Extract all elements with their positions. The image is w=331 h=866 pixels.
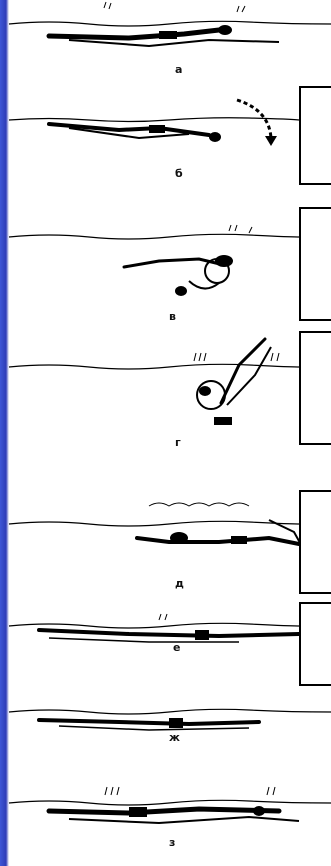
panel-label: в	[169, 311, 176, 322]
swimmer-turn-start-illustration	[9, 80, 331, 185]
panel-label: е	[173, 642, 180, 653]
panel-b: б	[9, 80, 331, 185]
panel-label: ж	[169, 732, 180, 743]
swimmer-glide-underwater-illustration	[9, 690, 331, 765]
panel-label: а	[175, 64, 182, 75]
swimmer-push-off-illustration	[9, 480, 331, 600]
swimmer-glide-illustration	[9, 0, 331, 80]
panel-d: д	[9, 480, 331, 600]
swimmer-streamline-illustration	[9, 600, 331, 690]
panel-z: з	[9, 765, 331, 866]
pool-wall	[299, 602, 331, 686]
pool-wall	[299, 331, 331, 445]
panel-v: в	[9, 205, 331, 325]
pool-wall	[299, 207, 331, 321]
swimmer-breakout-illustration	[9, 765, 331, 866]
panel-g: г	[9, 325, 331, 460]
swimmer-flip-illustration	[9, 325, 331, 460]
panel-label: д	[175, 578, 184, 589]
panel-label: з	[169, 837, 175, 848]
pool-wall	[299, 86, 331, 185]
panel-a: а	[9, 0, 331, 80]
pool-wall	[299, 490, 331, 594]
panel-label: б	[175, 168, 183, 179]
swimmer-tuck-illustration	[9, 205, 331, 325]
panel-e: е	[9, 600, 331, 690]
panel-label: г	[175, 437, 181, 448]
panel-zh: ж	[9, 690, 331, 765]
